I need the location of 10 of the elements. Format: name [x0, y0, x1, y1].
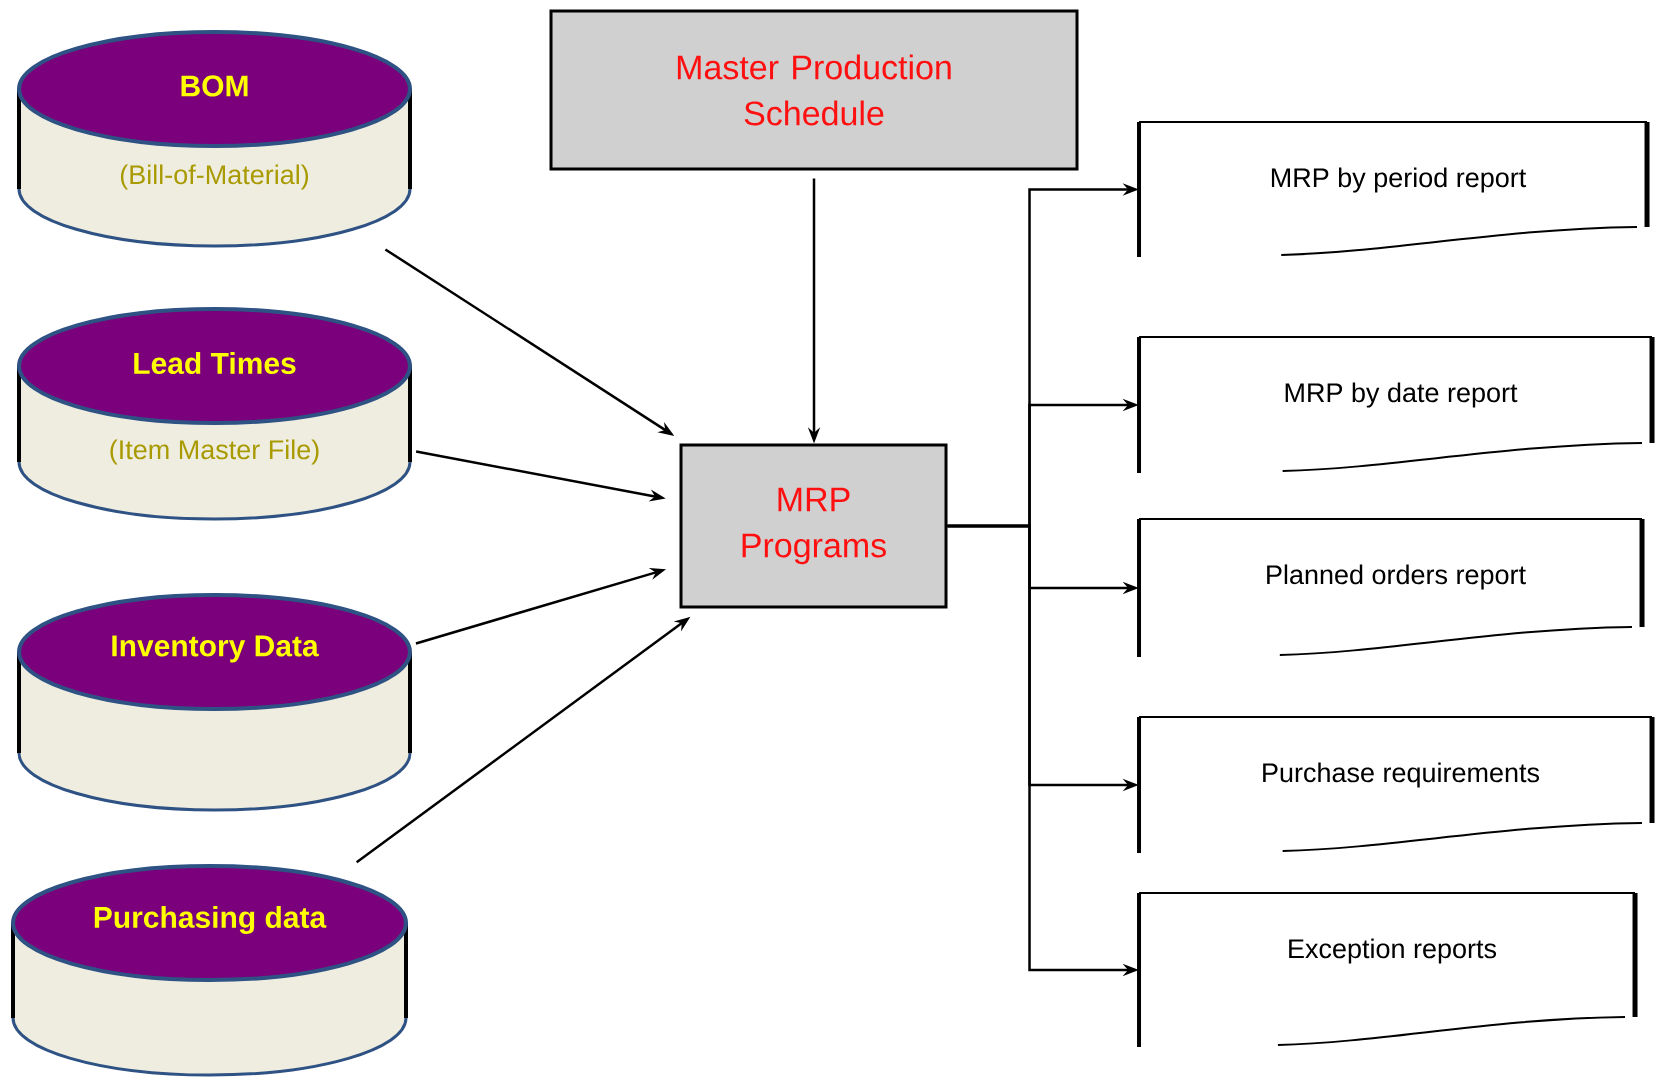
node-label: Lead Times [134, 351, 296, 375]
node-label: BOM [181, 75, 248, 97]
database-cylinder: Inventory Data [17, 593, 412, 812]
node-label: Inventory Data [112, 635, 319, 663]
process-box: MRP Programs [679, 443, 948, 609]
database-cylinder: BOM (Bill-of-Material) [17, 30, 412, 248]
process-box: Master Production Schedule [549, 9, 1079, 171]
node-label: Purchasing data [94, 905, 327, 935]
database-cylinder: Lead Times (Item Master File) [17, 307, 412, 521]
database-cylinder: Purchasing data [11, 864, 408, 1077]
